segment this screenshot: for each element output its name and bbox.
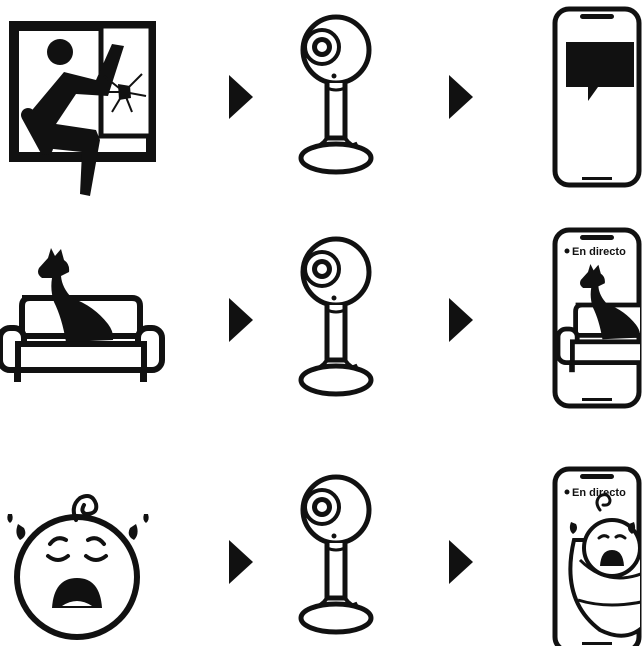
flow-arrow [229, 75, 253, 119]
flow-arrow [449, 298, 473, 342]
phone-live-baby-icon: En directo [555, 469, 644, 646]
live-indicator-dot [565, 249, 570, 254]
phone-notification-icon [555, 9, 639, 185]
intruder-window-icon [14, 26, 151, 196]
dog-on-sofa-icon [0, 248, 162, 382]
crying-baby-icon [7, 496, 148, 637]
security-camera-icon [301, 477, 371, 632]
live-label: En directo [572, 246, 626, 258]
flow-arrow [449, 75, 473, 119]
phone-live-dog-icon: En directo [555, 230, 644, 406]
flow-arrow [229, 540, 253, 584]
flow-arrow [449, 540, 473, 584]
security-camera-icon [301, 17, 371, 172]
live-indicator-dot [565, 490, 570, 495]
security-camera-icon [301, 239, 371, 394]
flow-arrow [229, 298, 253, 342]
